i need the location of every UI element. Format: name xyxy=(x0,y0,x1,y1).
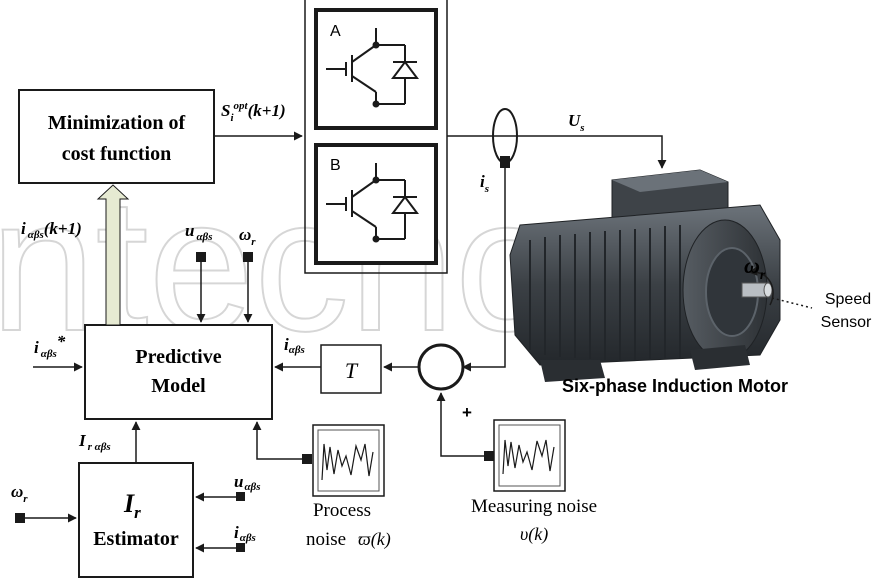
minimization-label-line1: Minimization of xyxy=(48,112,186,134)
ir-estimator-block: Ir Estimator xyxy=(78,462,194,578)
speed-omega-label-estimator: ωr xyxy=(11,482,28,505)
speed-omega-label-model: ωr xyxy=(239,225,256,248)
measuring-noise-scope xyxy=(493,419,566,492)
minimization-label-line2: cost function xyxy=(62,143,171,165)
signal-wires xyxy=(20,131,667,553)
transform-label: T xyxy=(345,358,359,383)
transform-block: T xyxy=(320,344,382,394)
estimator-current-label: iαβs xyxy=(234,523,256,544)
inverter-leg-a-label: A xyxy=(330,23,341,40)
speed-sensor-link xyxy=(771,297,813,309)
predictive-label-line2: Model xyxy=(151,375,206,397)
igbt-b-icon xyxy=(326,163,419,240)
inverter: A B xyxy=(304,0,448,274)
motor-speed-omega-label: ωr xyxy=(744,253,766,283)
rotation-arrow-icon xyxy=(748,266,774,306)
process-noise-label-line2: noise xyxy=(306,529,346,550)
transformed-current-label: iαβs xyxy=(284,335,305,356)
predictive-label-line1: Predictive xyxy=(135,346,221,368)
speed-sensor-label-line2: Sensor xyxy=(821,314,872,331)
current-is-label: is xyxy=(480,172,489,195)
igbt-a-icon xyxy=(326,28,419,105)
measuring-noise-symbol: υ(k) xyxy=(520,524,548,545)
switching-state-label: Siopt(k+1) xyxy=(221,100,286,124)
summing-junction xyxy=(417,343,465,391)
inverter-leg-b-label: B xyxy=(330,157,341,174)
summing-plus-sign: + xyxy=(462,403,472,422)
measuring-noise-label: Measuring noise xyxy=(471,496,597,517)
current-sensor-icon xyxy=(492,108,518,164)
motor-title: Six-phase Induction Motor xyxy=(562,376,788,396)
process-noise-scope xyxy=(312,424,385,497)
process-noise-label-line1: Process xyxy=(313,500,371,521)
minimization-block: Minimization of cost function xyxy=(18,89,215,184)
predictive-model-block: Predictive Model xyxy=(84,324,273,420)
six-phase-motor-icon xyxy=(509,169,781,382)
estimator-symbol: Ir xyxy=(123,489,141,522)
speed-sensor-label-line1: Speed xyxy=(825,291,871,308)
voltage-us-label: Us xyxy=(568,111,585,134)
estimator-label: Estimator xyxy=(93,528,179,550)
estimator-voltage-label: uαβs xyxy=(234,472,260,493)
prediction-feedback-arrow xyxy=(96,184,130,326)
process-noise-symbol: ϖ(k) xyxy=(358,529,391,550)
